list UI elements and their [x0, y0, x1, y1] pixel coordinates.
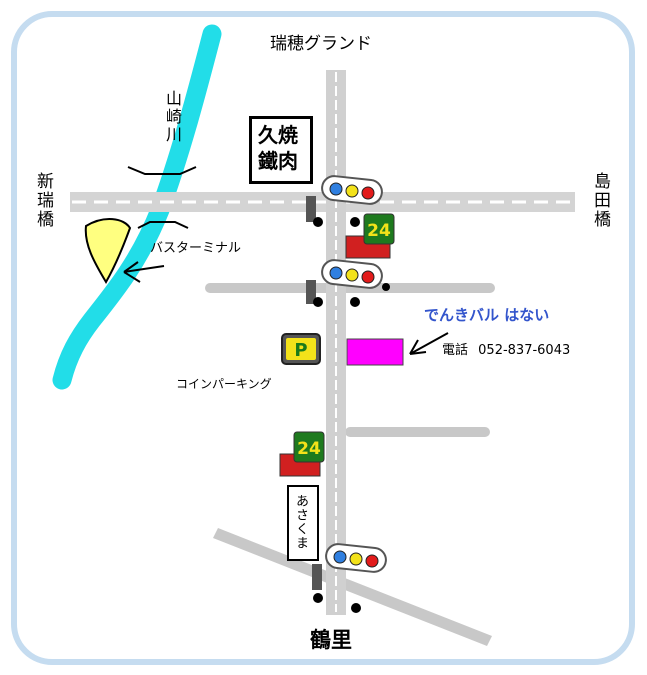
river-yamazaki [52, 24, 222, 390]
traffic-light-icon [306, 259, 383, 304]
map-frame [11, 11, 635, 665]
road-side-2 [345, 427, 490, 437]
restaurant-asakuma-label: あさくま [293, 494, 308, 550]
road-diagonal [213, 528, 492, 646]
intersection-dots [313, 217, 390, 613]
arrow-icon [123, 261, 165, 283]
traffic-light-icon [312, 543, 387, 590]
parking-icon: P [281, 333, 321, 365]
phone-label: 電話 [442, 343, 469, 358]
bridge-mark-north [127, 166, 197, 175]
parking-sign-label: P [294, 340, 307, 361]
arrow-icon [409, 332, 449, 355]
road-side-1 [205, 283, 495, 293]
road-main-north-south [326, 70, 346, 615]
traffic-light-icon [306, 175, 383, 222]
label-north-mizuho-ground: 瑞穂グランド [270, 34, 372, 54]
restaurant-yakiniku-line2: 鐵肉 [258, 149, 298, 173]
phone-number: 052-837-6043 [478, 343, 571, 358]
shop-name: でんきバル はない [424, 306, 550, 324]
store-24-label: 24 [297, 439, 321, 459]
road-upper-east-west [70, 192, 575, 212]
convenience-store-24-icon: 24 [279, 431, 325, 477]
label-west-shinmizuho-bridge: 新瑞橋 [33, 172, 53, 229]
shop-marker [346, 338, 404, 366]
bus-terminal-marker [84, 218, 132, 284]
restaurant-yakiniku-box: 久焼 鐵肉 [249, 116, 313, 184]
label-bus-terminal: バスターミナル [150, 241, 242, 256]
store-24-label: 24 [367, 221, 391, 241]
label-river-yamazaki: 山崎川 [163, 90, 182, 144]
restaurant-asakuma-box: あさくま [287, 485, 319, 561]
label-south-tsurusato: 鶴里 [310, 628, 352, 652]
restaurant-yakiniku-line1: 久焼 [258, 123, 298, 147]
bridge-mark-south [137, 221, 189, 229]
shop-phone: 電話 052-837-6043 [442, 344, 570, 357]
label-coin-parking: コインパーキング [176, 377, 272, 391]
convenience-store-24-icon: 24 [345, 213, 395, 259]
label-east-shimada-bridge: 島田橋 [590, 172, 610, 229]
